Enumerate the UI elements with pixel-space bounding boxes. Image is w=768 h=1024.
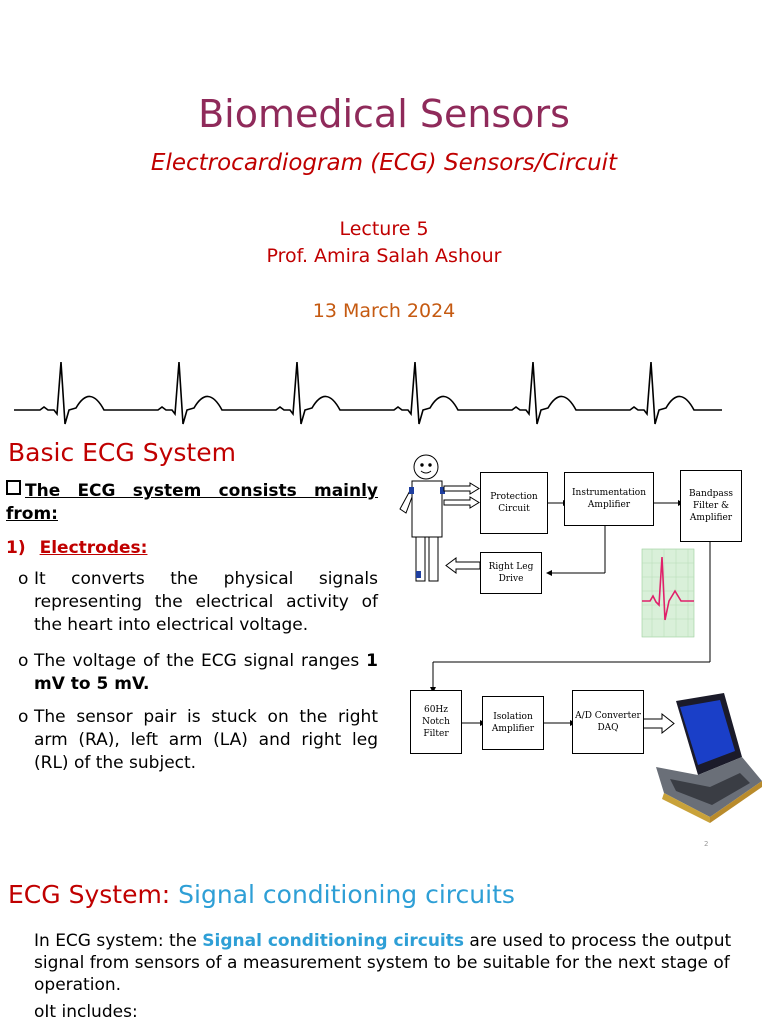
author-name: Prof. Amira Salah Ashour	[266, 245, 502, 267]
heading-highlight: Signal conditioning circuits	[178, 880, 515, 909]
diagram-connectors	[399, 454, 762, 823]
lecture-number: Lecture 5	[339, 218, 429, 240]
connector-lines	[432, 502, 711, 724]
voltage-range: 1 mV to 5 mV.	[34, 651, 378, 694]
list-heading: 1) Electrodes:	[6, 538, 147, 558]
notch-filter-block: 60Hz Notch Filter	[410, 690, 462, 754]
circle-bullet-icon: o	[18, 569, 29, 589]
list-item: o It converts the physical signals repre…	[18, 568, 378, 637]
circle-bullet-icon: o	[34, 1002, 45, 1022]
section-heading: ECG System: Signal conditioning circuits	[8, 880, 515, 909]
list-item: oIt includes:	[34, 1002, 138, 1022]
list-number: 1)	[6, 538, 26, 558]
list-item-text: The voltage of the ECG signal ranges 1 m…	[18, 650, 378, 696]
list-item-text: It includes:	[44, 1002, 138, 1022]
protection-circuit-block: Protection Circuit	[480, 472, 548, 534]
paragraph-highlight: Signal conditioning circuits	[202, 931, 464, 951]
bandpass-filter-block: Bandpass Filter & Amplifier	[680, 470, 742, 542]
slide-subtitle: Electrocardiogram (ECG) Sensors/Circuit	[150, 150, 618, 176]
instrumentation-amplifier-block: Instrumentation Amplifier	[564, 472, 654, 526]
paragraph-text: are used to process the output signal fr…	[34, 931, 732, 995]
isolation-amplifier-block: Isolation Amplifier	[482, 696, 544, 750]
circle-bullet-icon: o	[18, 651, 29, 671]
intro-bullet: The ECG system consists mainly from:	[6, 480, 378, 526]
list-item-text: The sensor pair is stuck on the right ar…	[34, 707, 378, 773]
list-title: Electrodes:	[39, 538, 148, 558]
ecg-sample-icon	[641, 548, 695, 638]
lecture-date: 13 March 2024	[312, 300, 456, 322]
heading-part: ECG System:	[8, 880, 179, 909]
paragraph: In ECG system: the Signal conditioning c…	[34, 930, 756, 996]
patient-figure-icon	[399, 454, 447, 582]
slide-title: Biomedical Sensors	[198, 92, 570, 136]
list-item-text-part: The voltage of the ECG signal ranges	[34, 651, 367, 671]
circle-bullet-icon: o	[18, 707, 29, 727]
laptop-icon	[656, 693, 762, 823]
electrode-markers	[409, 487, 445, 578]
section-heading: Basic ECG System	[8, 438, 236, 467]
list-item: o The voltage of the ECG signal ranges 1…	[18, 650, 378, 696]
checkbox-bullet-icon	[6, 480, 21, 495]
list-item: o The sensor pair is stuck on the right …	[18, 706, 378, 775]
list-item-text: It converts the physical signals represe…	[34, 569, 378, 635]
right-leg-drive-block: Right Leg Drive	[480, 552, 542, 594]
page-number: 2	[704, 840, 709, 848]
paragraph-text: In ECG system: the	[34, 931, 203, 951]
intro-text: The ECG system consists mainly from:	[6, 481, 378, 524]
arrow-icon	[443, 482, 675, 735]
ecg-waveform-image	[14, 361, 722, 425]
adc-daq-block: A/D Converter DAQ	[572, 690, 644, 754]
